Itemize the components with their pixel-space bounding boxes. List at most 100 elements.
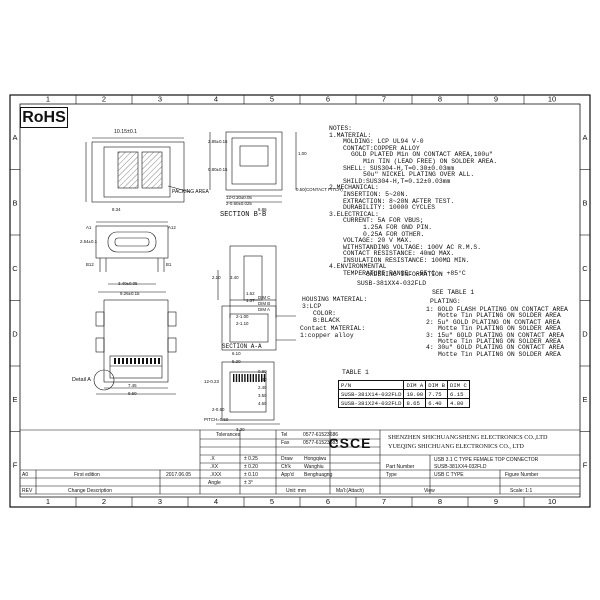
note-line: VOLTAGE: 20 V MAX. <box>343 237 413 245</box>
dimension-label: A1 <box>86 225 92 230</box>
draw-label: Draw <box>281 456 293 462</box>
plating-options: 1: GOLD FLASH PLATING ON CONTACT AREA Mot… <box>426 306 568 358</box>
scale-label: Scale: 1:1 <box>510 488 533 494</box>
material-attach-label: Ma'l:(Attach) <box>336 488 364 494</box>
note-line: CURRENT: 5A FOR VBUS; <box>343 217 424 225</box>
dimension-label: 2.54±0.1 <box>80 239 98 244</box>
table1-header-cell: DIM A <box>403 380 427 390</box>
note-line: DURABILITY: 10000 CYCLES <box>343 204 436 212</box>
grid-row-label: D <box>582 330 588 339</box>
note-line: 2.MECHANICAL: <box>329 184 379 192</box>
first-edition: First edition <box>74 472 100 478</box>
tolerances-label: Tolerances <box>216 432 241 438</box>
dimension-label: 2-0.60±0.025 <box>226 201 252 206</box>
type-label: Type <box>386 472 397 478</box>
fax-label: Fax <box>281 440 290 446</box>
dimension-label: B1 <box>166 262 172 267</box>
dimension-label: 9.60 <box>128 391 137 396</box>
contact-pad <box>118 358 120 364</box>
footprint-pad <box>258 374 260 382</box>
dimension-label: 1.37 <box>246 298 255 303</box>
footprint-pad <box>233 374 235 382</box>
contact-pad <box>114 358 116 364</box>
grid-column-label: 8 <box>438 497 442 506</box>
chk-label: Ch'k <box>281 464 291 470</box>
grid-row-label: B <box>582 199 587 208</box>
footprint-pad <box>263 374 266 382</box>
dimension-label: 6.10 <box>232 351 241 356</box>
company-logo: CSCE <box>328 435 372 451</box>
dimension-label: 3.50 <box>258 393 267 398</box>
note-line: 1.MATERIAL: <box>329 131 372 139</box>
footprint-pad <box>252 374 254 382</box>
note-line: SHELL: SUS304-H,T=0.30±0.03mm <box>343 164 455 172</box>
table1-cell: 8.65 <box>403 398 427 408</box>
grid-column-label: 9 <box>494 497 498 506</box>
dimension-label: 9.26±0.15 <box>120 291 140 296</box>
grid-row-label: C <box>582 264 588 273</box>
housing-material-value: 3:LCP <box>302 303 322 310</box>
top-width-dim: 10.15±0.1 <box>114 129 138 135</box>
contact-pad <box>150 358 152 364</box>
tel-label: Tel <box>281 432 288 438</box>
plating-option-line: Motte Tin PLATING ON SOLDER AREA <box>438 338 561 346</box>
plating-option-line: 1: GOLD FLASH PLATING ON CONTACT AREA <box>426 306 568 313</box>
plating-option-line: 2: 5u" GOLD PLATING ON CONTACT AREA <box>426 318 561 326</box>
plating-option-line: 4: 30u" GOLD PLATING ON CONTACT AREA <box>426 344 565 352</box>
grid-column-label: 7 <box>382 497 386 506</box>
note-line: CONTACT RESISTANCE: 40mΩ MAX. <box>343 250 455 258</box>
dimension-label: 12-0.23 <box>204 379 219 384</box>
plating-option-line: 3: 15u" GOLD PLATING ON CONTACT AREA <box>426 331 565 339</box>
table1-cell: SUSB-381X24-032FLD <box>337 398 405 408</box>
dimension-label: 2-1.10 <box>236 321 249 326</box>
tolerance-precision: .XXX <box>210 472 222 478</box>
note-line: GOLD PLATED Min ON CONTACT AREA,100u" <box>351 151 493 159</box>
rohs-badge: RoHS <box>20 107 68 128</box>
detail-a-label: Detail A <box>72 377 91 383</box>
contact-material-value: 1:copper alloy <box>300 332 354 339</box>
rev-a0: A0 <box>22 472 29 478</box>
footprint-pad <box>249 374 252 382</box>
footprint-pad <box>235 374 238 382</box>
grid-column-label: 10 <box>548 497 556 506</box>
grid-column-label: 9 <box>494 95 498 104</box>
dimension-label: 2-1.00 <box>236 314 249 319</box>
tolerance-precision: .XX <box>210 464 219 470</box>
color-value: B:BLACK <box>313 317 340 324</box>
change-description-header: Change Description <box>68 488 112 494</box>
fax-value: 0577-61523683 <box>303 440 339 446</box>
grid-column-label: 1 <box>46 497 50 506</box>
plating-label: PLATING: <box>430 298 461 305</box>
product-title: USB 3.1 C TYPE FEMALE TOP CONNECTOR <box>434 457 539 463</box>
grid-column-label: 10 <box>548 95 556 104</box>
contact-pad <box>122 358 124 364</box>
grid-row-label: E <box>582 395 587 404</box>
dimension-label: A12 <box>168 225 176 230</box>
section-aa-label: SECTION A-A <box>222 343 262 350</box>
note-line: MOLDING: LCP UL94 V-0 <box>343 138 424 146</box>
figure-number-label: Figure Number <box>505 472 539 478</box>
footprint-pad <box>238 374 240 382</box>
ordering-part-code: SUSB-381XX4-032FLD <box>357 280 427 287</box>
dimension-label: 3.30 <box>236 427 245 432</box>
note-line: INSULATION RESISTANCE: 100MΩ MIN. <box>343 256 470 264</box>
ordering-title: ORDERING INFORMATION <box>366 271 443 278</box>
table1-cell: 4.80 <box>447 398 470 408</box>
contact-pad <box>146 358 148 364</box>
dimension-label: 1.40 <box>258 377 267 382</box>
grid-column-label: 2 <box>102 95 106 104</box>
dimension-label: 0.50(CONTACT PITCH) <box>296 187 343 192</box>
color-label: COLOR: <box>313 310 337 317</box>
note-line: INSERTION: 5~20N. <box>343 190 409 198</box>
see-table-label: SEE TABLE 1 <box>432 289 475 296</box>
table1-cell: SUSB-381X14-032FLD <box>337 389 405 399</box>
tolerance-value: ± 0.25 <box>244 456 258 462</box>
company-name-1: SHENZHEN SHICHUANGSHENG ELECTRONICS CO.,… <box>388 434 548 441</box>
note-line: 4.ENVIRONMENTAL <box>329 263 387 271</box>
table1-cell: 6.40 <box>425 398 449 408</box>
dimension-label: 12-0.30±0.05 <box>226 195 252 200</box>
contact-pad <box>138 358 140 364</box>
